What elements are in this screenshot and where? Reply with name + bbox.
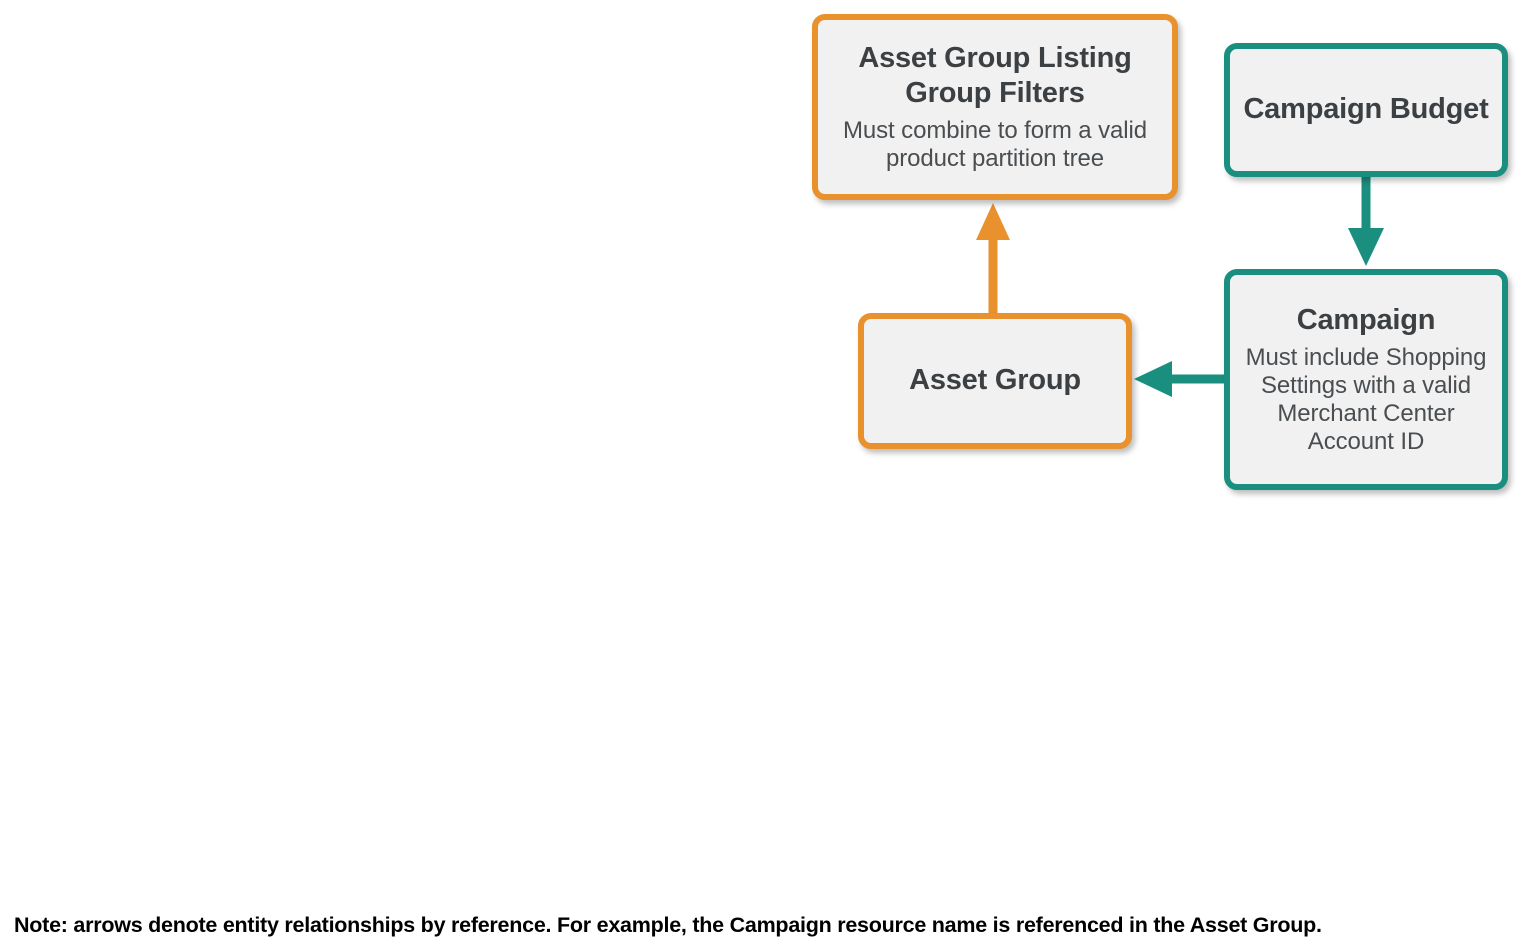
- node-asset-group[interactable]: Asset Group: [858, 313, 1132, 449]
- node-title: Campaign Budget: [1243, 93, 1489, 126]
- node-asset-group-listing-group-filters[interactable]: Asset Group Listing Group Filters Must c…: [812, 14, 1178, 200]
- node-description: Must combine to form a valid product par…: [843, 117, 1147, 173]
- edge-campaign-budget-to-campaign: [1348, 177, 1384, 266]
- edge-asset-group-to-listing-group-filters: [976, 203, 1010, 313]
- node-campaign[interactable]: Campaign Must include Shopping Settings …: [1224, 269, 1508, 490]
- node-title: Asset Group Listing Group Filters: [858, 41, 1132, 109]
- diagram-footer-note: Note: arrows denote entity relationships…: [14, 913, 1322, 937]
- edge-campaign-to-asset-group: [1134, 361, 1224, 397]
- node-campaign-budget[interactable]: Campaign Budget: [1224, 43, 1508, 177]
- node-title: Asset Group: [909, 364, 1081, 397]
- node-title: Campaign: [1296, 303, 1436, 336]
- node-description: Must include Shopping Settings with a va…: [1245, 343, 1487, 456]
